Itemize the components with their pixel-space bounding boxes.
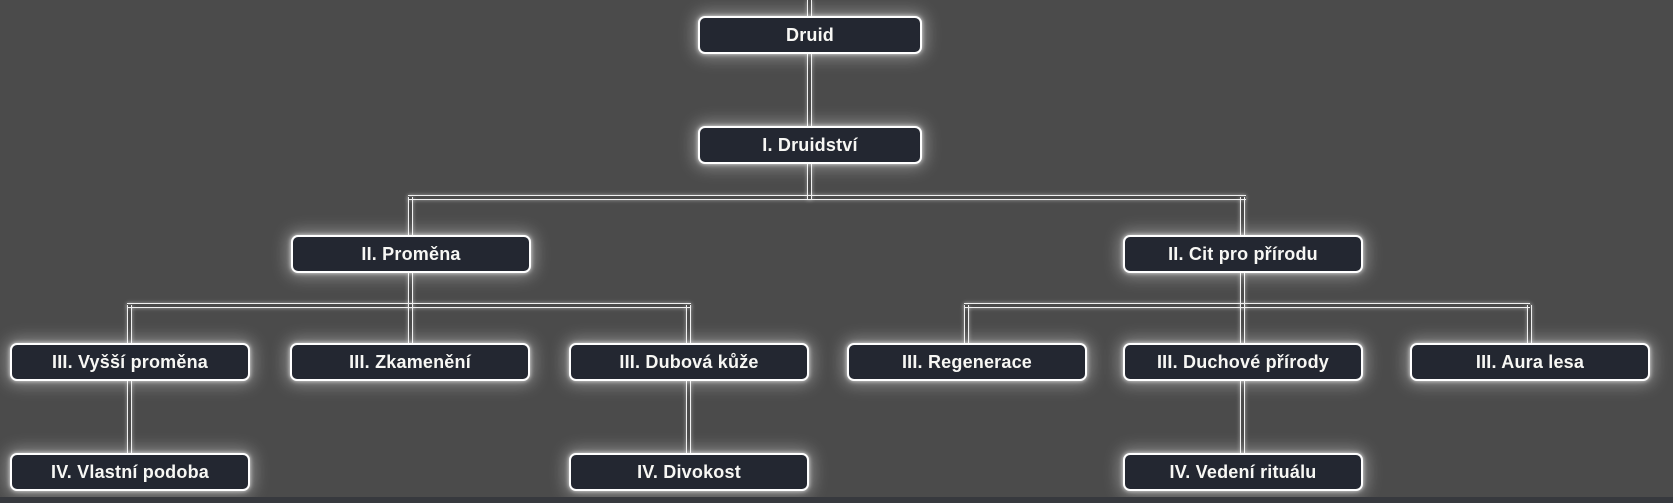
node-duchove-prirody[interactable]: III. Duchové přírody bbox=[1123, 343, 1363, 381]
connector-to-vlastni-podoba bbox=[127, 381, 132, 453]
connector-to-aura-lesa bbox=[1527, 305, 1532, 343]
node-vedeni-ritualu[interactable]: IV. Vedení rituálu bbox=[1123, 453, 1363, 491]
node-cit-pro-prirodu[interactable]: II. Cit pro přírodu bbox=[1123, 235, 1363, 273]
node-promena[interactable]: II. Proměna bbox=[291, 235, 531, 273]
node-label: I. Druidství bbox=[762, 134, 858, 155]
connector-druidstvi-down bbox=[807, 164, 812, 200]
node-aura-lesa[interactable]: III. Aura lesa bbox=[1410, 343, 1650, 381]
node-zkameneni[interactable]: III. Zkamenění bbox=[290, 343, 530, 381]
node-label: III. Regenerace bbox=[901, 351, 1033, 372]
node-label: III. Zkamenění bbox=[349, 351, 471, 372]
node-dubova-kuze[interactable]: III. Dubová kůže bbox=[569, 343, 809, 381]
connector-to-divokost bbox=[686, 381, 691, 453]
connector-to-dubova-kuze bbox=[686, 305, 691, 343]
node-druid[interactable]: Druid bbox=[698, 16, 922, 54]
connector-top-stub bbox=[807, 0, 812, 16]
node-label: IV. Divokost bbox=[637, 461, 741, 482]
connector-tier2-rail bbox=[408, 195, 1246, 200]
node-label: III. Vyšší proměna bbox=[52, 351, 208, 372]
connector-cit-down bbox=[1240, 273, 1245, 308]
node-label: III. Duchové přírody bbox=[1156, 351, 1330, 372]
node-label: II. Proměna bbox=[361, 243, 461, 264]
connector-to-promena bbox=[408, 197, 413, 235]
node-label: III. Dubová kůže bbox=[619, 351, 759, 372]
bottom-edge-band bbox=[0, 497, 1673, 503]
node-label: IV. Vedení rituálu bbox=[1169, 461, 1317, 482]
connector-to-cit bbox=[1240, 197, 1245, 235]
connector-to-duchove bbox=[1240, 305, 1245, 343]
node-label: IV. Vlastní podoba bbox=[51, 461, 209, 482]
connector-to-zkameneni bbox=[408, 305, 413, 343]
connector-tier3-right-rail bbox=[964, 303, 1530, 308]
connector-to-vyssi-promena bbox=[127, 305, 132, 343]
connector-promena-down bbox=[408, 273, 413, 308]
connector-druid-druidstvi bbox=[807, 54, 812, 126]
node-vlastni-podoba[interactable]: IV. Vlastní podoba bbox=[10, 453, 250, 491]
node-label: III. Aura lesa bbox=[1475, 351, 1585, 372]
node-druidstvi[interactable]: I. Druidství bbox=[698, 126, 922, 164]
node-label: Druid bbox=[786, 24, 834, 45]
node-regenerace[interactable]: III. Regenerace bbox=[847, 343, 1087, 381]
connector-to-regenerace bbox=[964, 305, 969, 343]
connector-tier3-left-rail bbox=[127, 303, 691, 308]
node-vyssi-promena[interactable]: III. Vyšší proměna bbox=[10, 343, 250, 381]
node-divokost[interactable]: IV. Divokost bbox=[569, 453, 809, 491]
connector-to-vedeni-ritualu bbox=[1240, 381, 1245, 453]
node-label: II. Cit pro přírodu bbox=[1168, 243, 1318, 264]
